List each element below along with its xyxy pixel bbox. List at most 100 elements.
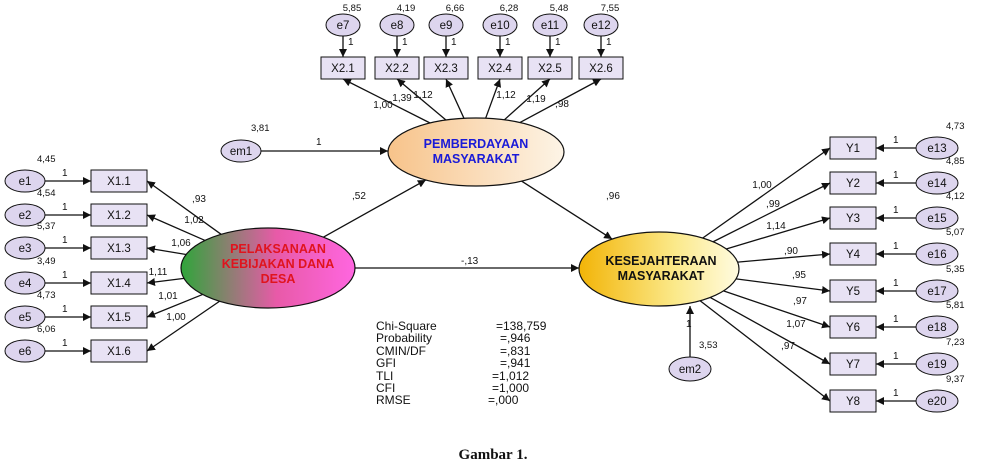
latent-kesejahteraan-line1: KESEJAHTERAAN <box>605 254 716 268</box>
fit-stat-value: =,831 <box>500 343 531 358</box>
x1-error-5-shape <box>4 339 46 363</box>
y-item-0-label: Y1 <box>846 143 860 155</box>
x1-error-variance-4: 4,73 <box>37 290 56 301</box>
path-label-x1-y: -,13 <box>461 256 479 267</box>
y-error-variance-0: 4,73 <box>946 121 965 132</box>
y-loading-7: ,97 <box>781 341 795 352</box>
x1-loading-arrow-1 <box>146 214 206 242</box>
x1-item-1-label: X1.2 <box>107 210 131 222</box>
y-error-7-label: e20 <box>927 396 946 408</box>
x2-error-variance-4: 5,48 <box>550 3 569 14</box>
fit-stat-name: Probability <box>376 331 433 346</box>
x2-error-2-label: e9 <box>440 20 453 32</box>
latent-pelaksanaan: PELAKSANAAN KEBIJAKAN DANA DESA <box>180 227 356 309</box>
x1-item-4-label: X1.5 <box>107 312 131 324</box>
x2-item-5-label: X2.6 <box>589 63 613 75</box>
y-item-3-label: Y4 <box>846 249 861 261</box>
latent-pelaksanaan-shape <box>180 227 356 309</box>
latent-kesejahteraan-shape <box>578 231 740 307</box>
y-loading-5: ,97 <box>793 296 807 307</box>
x1-loading-arrow-5 <box>146 300 220 352</box>
x1-error-path-2: 1 <box>62 235 68 246</box>
latent-pemberdayaan: PEMBERDAYAAN MASYARAKAT <box>387 117 565 187</box>
x1-loading-arrow-0 <box>146 180 222 235</box>
x2-item-1-label: X2.2 <box>385 63 409 75</box>
x1-error-2-label: e3 <box>19 243 32 255</box>
x1-loading-arrow-4 <box>146 293 203 318</box>
fit-stat-name: RMSE <box>376 393 411 408</box>
y-loading-arrow-3 <box>737 250 831 263</box>
x2-loading-4: 1,19 <box>526 94 546 105</box>
y-loading-arrow-1 <box>712 182 831 243</box>
y-item-5-box <box>829 315 877 339</box>
x1-error-variance-2: 5,37 <box>37 221 56 232</box>
latent-kesejahteraan-line2: MASYARAKAT <box>618 269 705 283</box>
x2-error-variance-3: 6,28 <box>500 3 519 14</box>
em2-path-label: 1 <box>686 319 692 330</box>
x1-loading-4: 1,01 <box>158 291 178 302</box>
x2-error-path-3: 1 <box>505 37 511 48</box>
y-error-path-6: 1 <box>893 351 899 362</box>
disturbance-em1: em1 3,81 1 <box>220 123 322 163</box>
x1-error-path-4: 1 <box>62 304 68 315</box>
y-item-2-box <box>829 206 877 230</box>
x1-item-3-label: X1.4 <box>107 278 131 290</box>
x2-item-2-label: X2.3 <box>434 63 458 75</box>
y-error-path-2: 1 <box>893 205 899 216</box>
fit-row: Probability=,946 <box>376 331 546 346</box>
y-error-path-1: 1 <box>893 170 899 181</box>
y-item-7-label: Y8 <box>846 396 860 408</box>
fit-row: RMSE=,000 <box>376 393 546 408</box>
fit-row: CFI=1,000 <box>376 382 546 395</box>
x1-loading-arrow-2 <box>146 245 187 256</box>
x2-loading-arrow-0 <box>342 78 431 124</box>
latent-pemberdayaan-shape <box>387 117 565 187</box>
x2-loading-arrow-5 <box>519 78 602 124</box>
y-error-6-shape <box>915 352 959 376</box>
y-error-5-shape <box>915 315 959 339</box>
x1-error-4-shape <box>4 305 46 329</box>
y-loading-0: 1,00 <box>752 180 772 191</box>
x2-item-5-box <box>578 56 624 80</box>
x1-error-5-label: e6 <box>19 346 32 358</box>
diagram-nodes: X2.1e75,851X2.2e84,191X2.3e96,661X2.4e10… <box>4 3 965 413</box>
em1-label: em1 <box>230 146 252 158</box>
x1-error-2-shape <box>4 236 46 260</box>
x2-error-4-label: e11 <box>541 20 559 32</box>
path-arrows <box>45 36 916 405</box>
x2-error-4-shape <box>532 13 568 37</box>
y-loading-1: ,99 <box>766 199 780 210</box>
disturbance-em2: em2 3,53 1 <box>668 319 718 382</box>
y-error-path-3: 1 <box>893 241 899 252</box>
y-error-0-shape <box>915 136 959 160</box>
x2-error-path-4: 1 <box>555 37 561 48</box>
fit-row: CMIN/DF=,831 <box>376 343 546 358</box>
x2-error-3-shape <box>482 13 518 37</box>
x2-loading-3: 1,12 <box>496 90 516 101</box>
latent-pelaksanaan-line3: DESA <box>261 272 296 286</box>
em1-variance: 3,81 <box>251 123 270 134</box>
figure-caption: Gambar 1. <box>458 447 528 463</box>
x2-error-5-label: e12 <box>591 20 610 32</box>
y-error-5-label: e18 <box>927 322 946 334</box>
x2-loading-arrow-2 <box>445 78 465 119</box>
y-error-4-shape <box>915 279 959 303</box>
fit-row: GFI=,941 <box>376 356 546 371</box>
y-error-variance-2: 4,12 <box>946 191 965 202</box>
x1-error-1-label: e2 <box>19 210 32 222</box>
x1-error-3-label: e4 <box>19 278 32 290</box>
x1-error-variance-5: 6,06 <box>37 324 56 335</box>
x2-item-1-box <box>374 56 420 80</box>
y-loading-arrow-4 <box>735 278 831 294</box>
latent-pemberdayaan-line2: MASYARAKAT <box>433 152 520 166</box>
y-loading-3: ,90 <box>784 246 798 257</box>
fit-stat-name: GFI <box>376 356 396 371</box>
x1-item-0-label: X1.1 <box>107 176 131 188</box>
x1-item-0-box <box>90 169 148 193</box>
path-arrow-x2-y <box>521 180 613 240</box>
fit-row: TLI=1,012 <box>376 369 546 382</box>
path-arrow-x1-x2 <box>323 179 427 238</box>
x1-error-variance-3: 3,49 <box>37 256 56 267</box>
y-item-7-box <box>829 389 877 413</box>
